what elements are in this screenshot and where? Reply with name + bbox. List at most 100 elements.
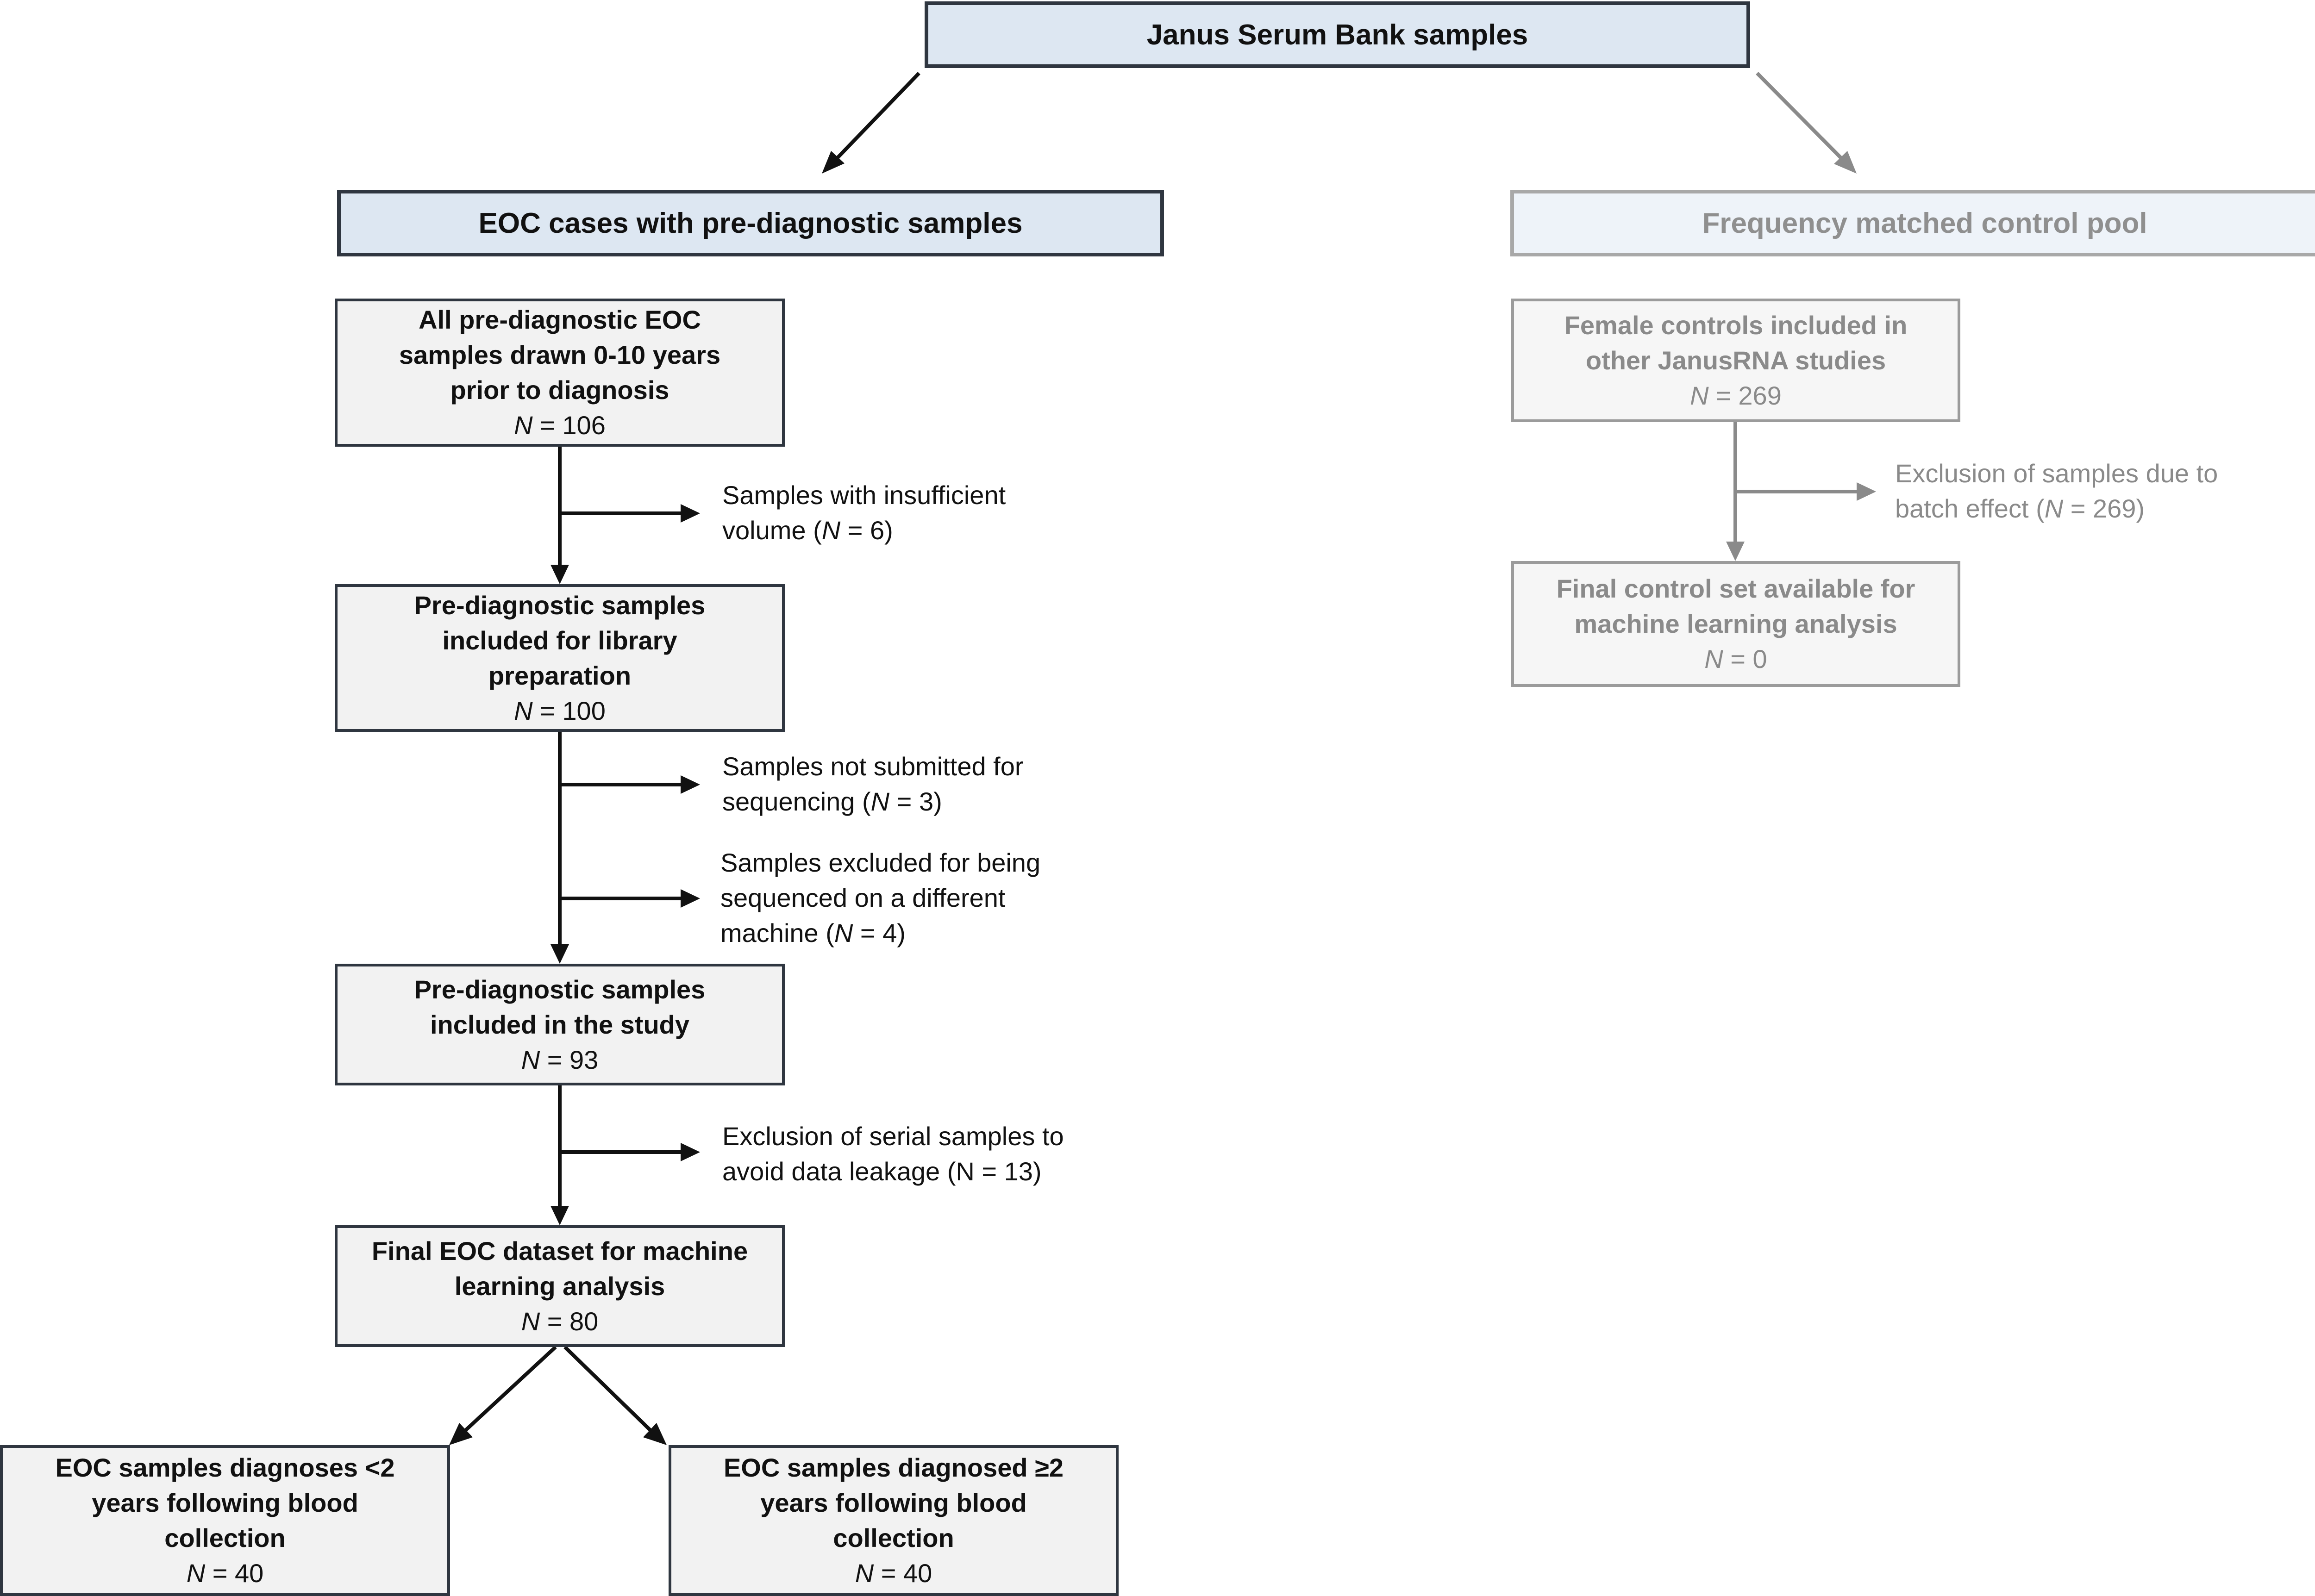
count-value: = 80 [540, 1306, 599, 1336]
n-symbol: N [834, 918, 853, 948]
count-value: = 40 [205, 1559, 264, 1588]
count-value: = 0 [1723, 644, 1767, 673]
female-controls-line: other JanusRNA studies [1585, 345, 1886, 375]
exclusion-line: Samples not submitted for [722, 752, 1024, 781]
ge2-years-line: EOC samples diagnosed ≥2 [723, 1453, 1064, 1482]
eoc-cases-header: EOC cases with pre-diagnostic samples [337, 190, 1164, 256]
exclusion-text: batch effect ( [1895, 494, 2045, 523]
library-prep-line: Pre-diagnostic samples [414, 590, 706, 620]
exclusion-line: batch effect (N = 269) [1895, 491, 2218, 526]
library-prep-box: Pre-diagnostic samples included for libr… [335, 584, 785, 732]
final-control-box: Final control set available for machine … [1511, 561, 1960, 687]
exclusion-insufficient-volume: Samples with insufficient volume (N = 6) [722, 478, 1006, 548]
arrow-top-to-cases [832, 72, 920, 163]
arrowhead-ge2 [643, 1423, 667, 1445]
lt2-years-line: collection [164, 1523, 286, 1552]
n-symbol: N [855, 1559, 874, 1588]
exclusion-batch-effect: Exclusion of samples due to batch effect… [1895, 456, 2218, 526]
study-samples-box: Pre-diagnostic samples included in the s… [335, 964, 785, 1085]
final-control-line: Final control set available for [1556, 574, 1915, 603]
arrowhead-control-final [1726, 542, 1745, 561]
library-prep-line: included for library [442, 625, 677, 655]
arrow-final-to-lt2 [462, 1346, 557, 1434]
control-pool-header: Frequency matched control pool [1510, 190, 2315, 256]
exclusion-text: = 269) [2063, 494, 2145, 523]
lt2-years-count: N = 40 [187, 1556, 264, 1591]
arrowhead-not-submitted [681, 775, 700, 794]
final-eoc-line: learning analysis [454, 1271, 665, 1301]
exclusion-text: = 4) [853, 918, 906, 948]
female-controls-line: Female controls included in [1564, 310, 1908, 340]
arrowhead-top-to-cases [822, 151, 845, 174]
n-symbol: N [1690, 380, 1709, 410]
study-samples-line: Pre-diagnostic samples [414, 974, 706, 1004]
all-samples-line: All pre-diagnostic EOC [419, 305, 701, 334]
library-prep-line: preparation [488, 661, 632, 690]
arrow-top-to-controls [1756, 72, 1846, 163]
final-control-count: N = 0 [1704, 642, 1767, 677]
exclusion-line: Samples with insufficient [722, 480, 1006, 510]
n-symbol: N [521, 1306, 540, 1336]
arrow-final-to-ge2 [563, 1346, 654, 1434]
control-pool-title: Frequency matched control pool [1702, 207, 2147, 239]
female-controls-box: Female controls included in other JanusR… [1511, 299, 1960, 422]
count-value: = 40 [874, 1559, 932, 1588]
janus-serum-bank-title: Janus Serum Bank samples [1146, 19, 1528, 51]
arrowhead-batch [1857, 482, 1876, 501]
arrowhead-top-to-controls [1834, 151, 1857, 174]
n-symbol: N [514, 696, 533, 725]
final-control-line: machine learning analysis [1574, 609, 1897, 638]
arrowhead-lt2 [449, 1423, 473, 1445]
count-value: = 93 [540, 1045, 599, 1074]
exclusion-line: volume (N = 6) [722, 513, 1006, 548]
exclusion-different-machine: Samples excluded for being sequenced on … [720, 845, 1040, 951]
n-symbol: N [521, 1045, 540, 1074]
all-samples-line: prior to diagnosis [450, 375, 669, 405]
ge2-years-box: EOC samples diagnosed ≥2 years following… [669, 1445, 1119, 1596]
female-controls-count: N = 269 [1690, 378, 1782, 413]
exclusion-text: machine ( [720, 918, 834, 948]
ge2-years-line: years following blood [760, 1488, 1027, 1517]
n-symbol: N [1704, 644, 1723, 673]
count-value: = 269 [1708, 380, 1782, 410]
final-eoc-box: Final EOC dataset for machine learning a… [335, 1225, 785, 1347]
ge2-years-line: collection [833, 1523, 954, 1552]
arrowhead-different-machine [681, 889, 700, 908]
ge2-years-count: N = 40 [855, 1556, 932, 1591]
n-symbol: N [514, 411, 533, 440]
janus-serum-bank-header: Janus Serum Bank samples [925, 1, 1750, 68]
all-samples-line: samples drawn 0-10 years [399, 340, 721, 369]
arrowhead-library [551, 565, 569, 584]
lt2-years-box: EOC samples diagnoses <2 years following… [0, 1445, 450, 1596]
library-prep-count: N = 100 [514, 693, 606, 729]
exclusion-text: = 3) [889, 787, 942, 816]
count-value: = 100 [532, 696, 606, 725]
n-symbol: N [186, 1559, 206, 1588]
lt2-years-line: EOC samples diagnoses <2 [55, 1453, 395, 1482]
arrowhead-serial [681, 1143, 700, 1161]
exclusion-line: sequenced on a different [720, 883, 1006, 912]
exclusion-line: avoid data leakage (N = 13) [722, 1157, 1042, 1186]
final-eoc-line: Final EOC dataset for machine [371, 1236, 748, 1266]
exclusion-line: Exclusion of serial samples to [722, 1122, 1064, 1151]
exclusion-line: sequencing (N = 3) [722, 784, 1024, 819]
exclusion-text: sequencing ( [722, 787, 871, 816]
exclusion-text: volume ( [722, 516, 822, 545]
arrowhead-final [551, 1206, 569, 1225]
lt2-years-line: years following blood [92, 1488, 358, 1517]
n-symbol: N [2044, 494, 2064, 523]
final-eoc-count: N = 80 [521, 1304, 599, 1339]
exclusion-line: Exclusion of samples due to [1895, 459, 2218, 488]
exclusion-line: Samples excluded for being [720, 848, 1041, 877]
arrowhead-study [551, 944, 569, 964]
count-value: = 106 [532, 411, 606, 440]
study-samples-count: N = 93 [521, 1042, 599, 1078]
exclusion-not-submitted: Samples not submitted for sequencing (N … [722, 749, 1024, 819]
all-samples-count: N = 106 [514, 408, 606, 443]
study-samples-line: included in the study [430, 1010, 690, 1039]
arrowhead-insufficient [681, 504, 700, 523]
n-symbol: N [870, 787, 890, 816]
exclusion-serial-samples: Exclusion of serial samples to avoid dat… [722, 1119, 1064, 1189]
exclusion-text: = 6) [840, 516, 893, 545]
